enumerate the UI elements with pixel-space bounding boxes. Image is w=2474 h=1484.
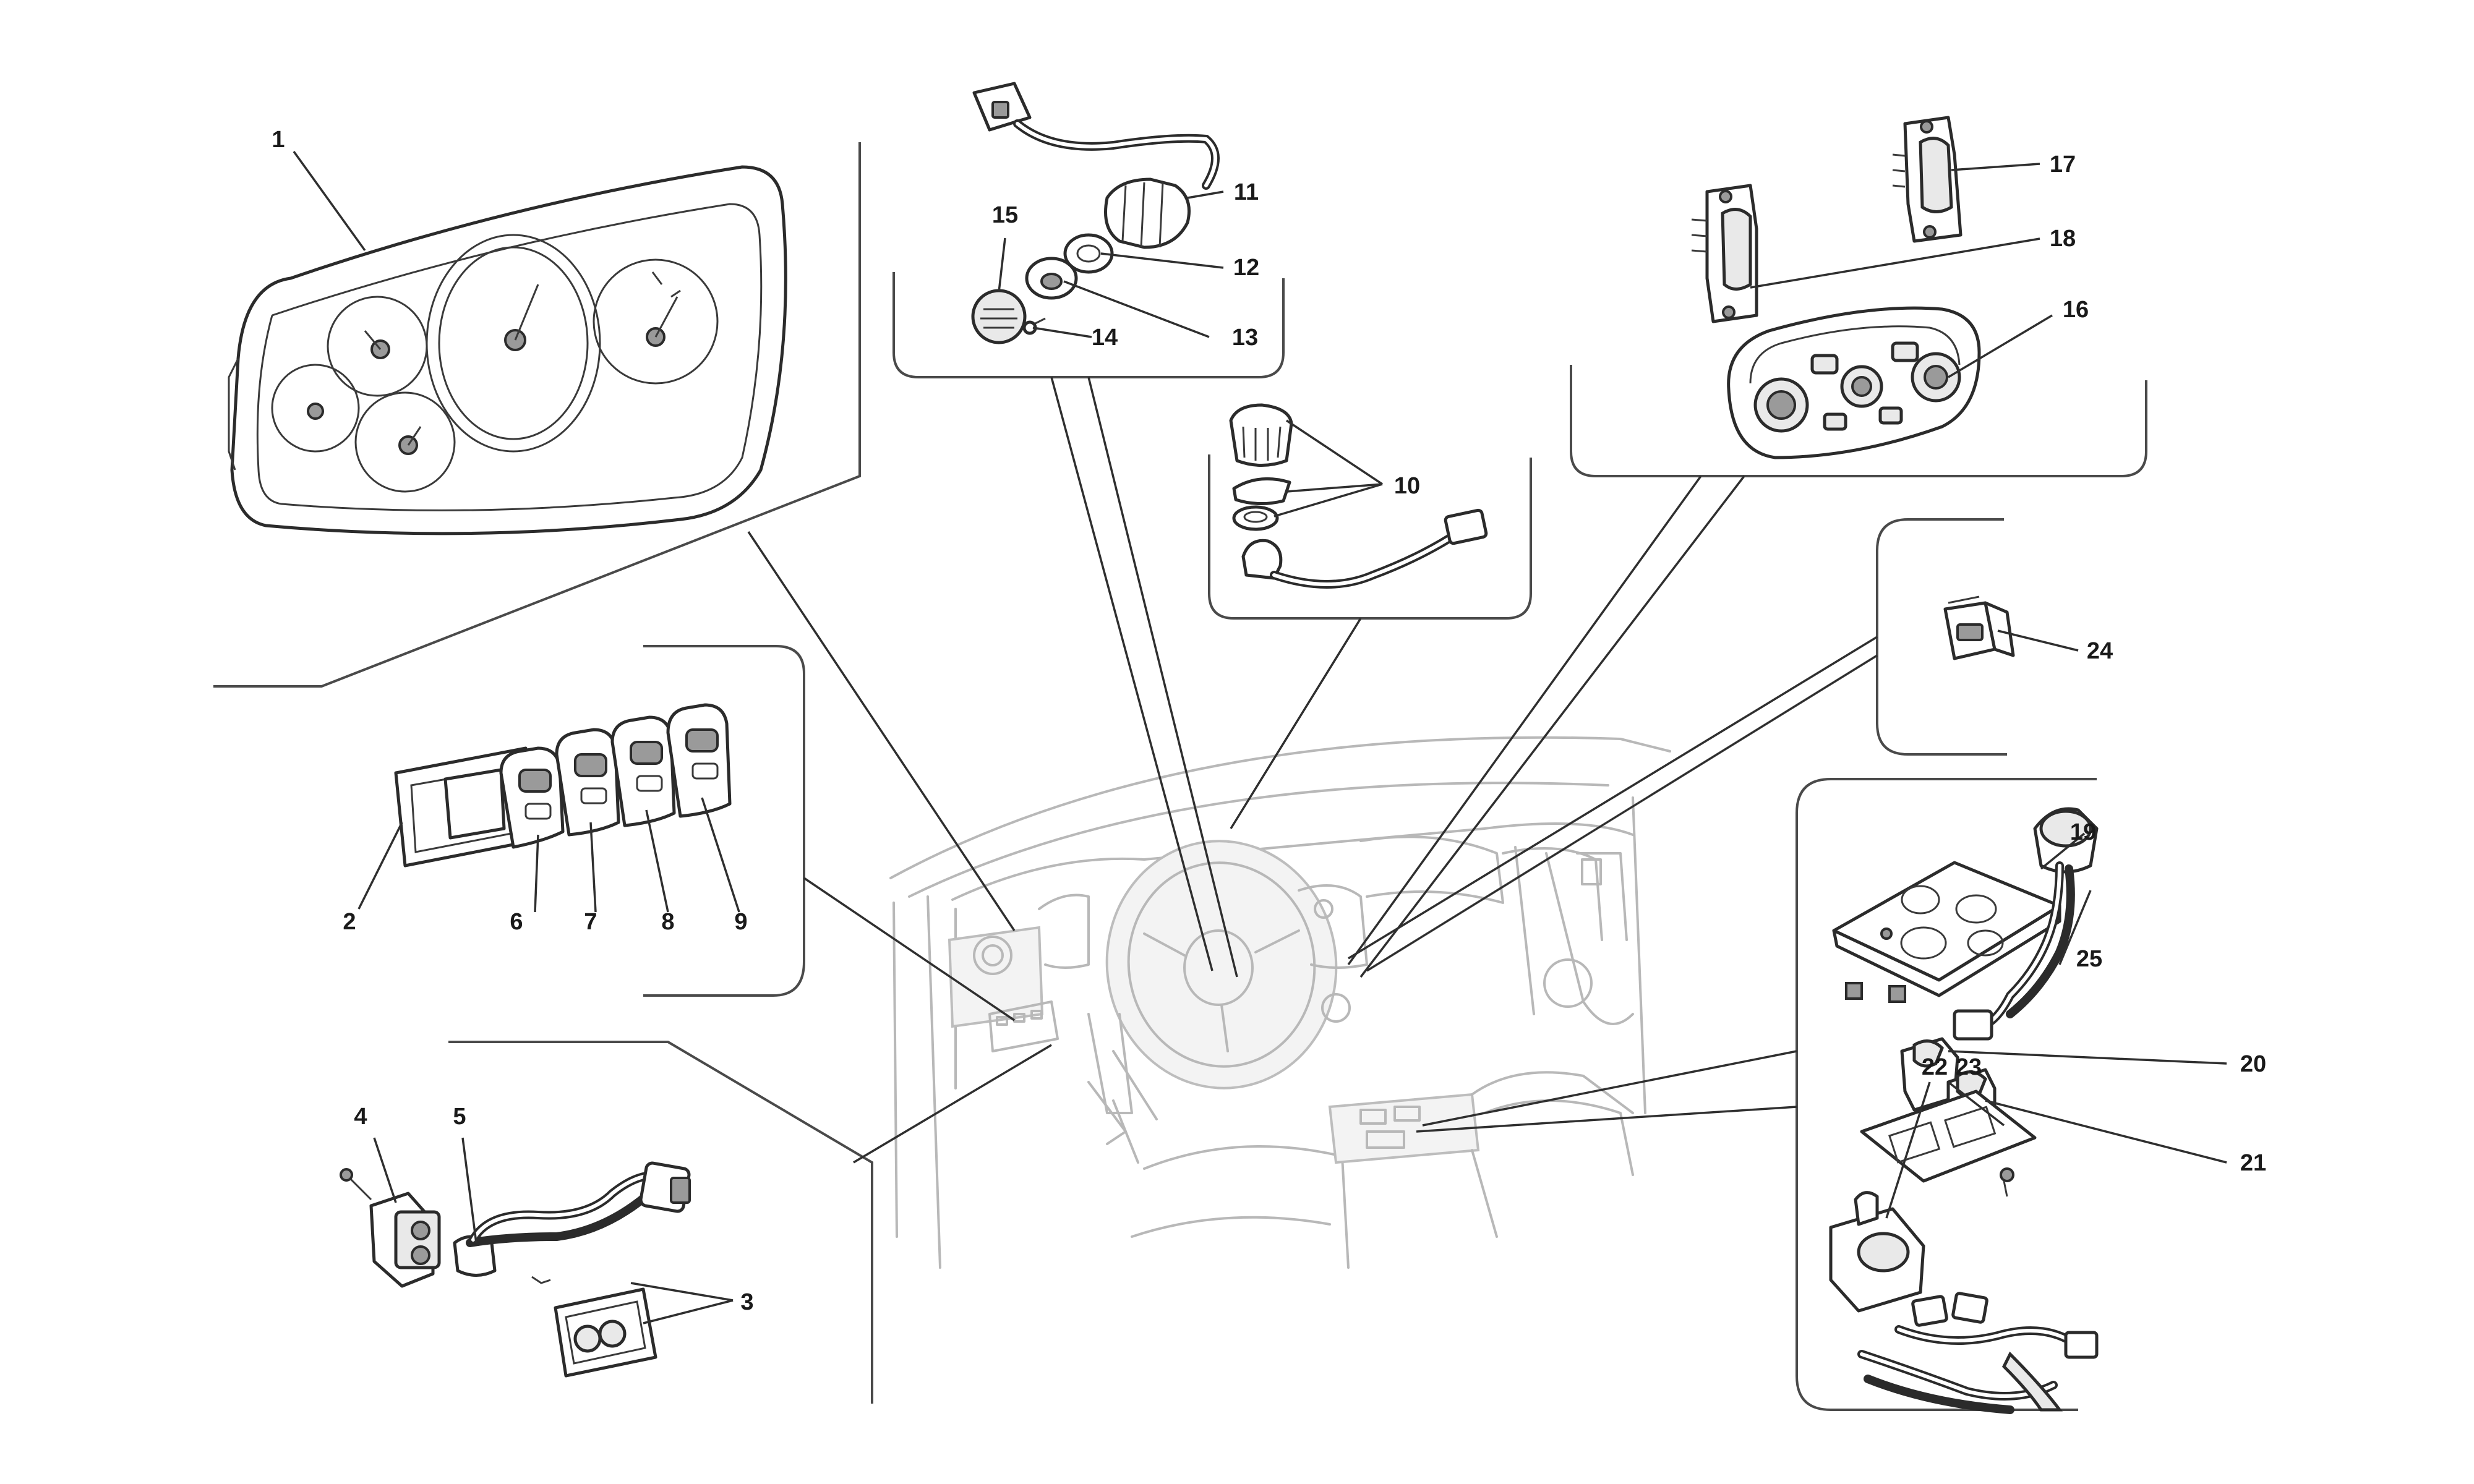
callout-7: 7 xyxy=(584,909,597,935)
callout-23: 23 xyxy=(1956,1054,1982,1080)
frame-climate xyxy=(1570,365,2147,477)
callout-24: 24 xyxy=(2087,638,2113,664)
callout-9: 9 xyxy=(734,909,747,935)
callout-21: 21 xyxy=(2240,1150,2266,1176)
callout-10: 10 xyxy=(1394,473,1420,499)
climate-control-assembly xyxy=(1691,116,1981,459)
console-assembly xyxy=(1829,807,2099,1414)
callout-13: 13 xyxy=(1232,325,1258,351)
callout-5: 5 xyxy=(453,1104,466,1130)
callout-16: 16 xyxy=(2063,297,2089,323)
switch-panel xyxy=(394,703,732,868)
mirror-switch-assembly xyxy=(340,1161,691,1378)
callout-4: 4 xyxy=(354,1104,367,1130)
callout-labels: 1 2 3 4 5 6 7 8 9 10 11 12 13 14 15 16 1… xyxy=(272,127,2266,1315)
callout-17: 17 xyxy=(2050,151,2076,177)
callout-11: 11 xyxy=(1234,179,1259,205)
frame-mirror-switch xyxy=(448,1041,873,1404)
frame-lighter xyxy=(1208,454,1532,620)
frame-ignition xyxy=(892,272,1285,378)
instrument-cluster xyxy=(228,165,787,535)
frame-instrument-cluster xyxy=(213,142,861,688)
callout-2: 2 xyxy=(343,909,356,935)
lighter-assembly xyxy=(1229,403,1488,589)
callout-8: 8 xyxy=(661,909,674,935)
ignition-assembly xyxy=(971,82,1220,344)
button-24 xyxy=(1943,595,2015,660)
callout-25: 25 xyxy=(2076,946,2102,972)
callout-18: 18 xyxy=(2050,226,2076,252)
callout-22: 22 xyxy=(1922,1054,1948,1080)
leader-lines xyxy=(293,150,2227,1324)
cockpit-outline xyxy=(889,736,1671,1269)
callout-3: 3 xyxy=(740,1289,753,1315)
callout-12: 12 xyxy=(1233,255,1259,281)
callout-20: 20 xyxy=(2240,1051,2266,1077)
callout-6: 6 xyxy=(510,909,523,935)
frame-console xyxy=(1796,778,2097,1411)
callout-14: 14 xyxy=(1092,325,1118,351)
callout-19: 19 xyxy=(2070,819,2096,845)
callout-15: 15 xyxy=(992,202,1018,228)
callout-1: 1 xyxy=(272,127,285,153)
frame-switch-panel xyxy=(643,645,805,997)
group-frames xyxy=(213,142,2147,1411)
